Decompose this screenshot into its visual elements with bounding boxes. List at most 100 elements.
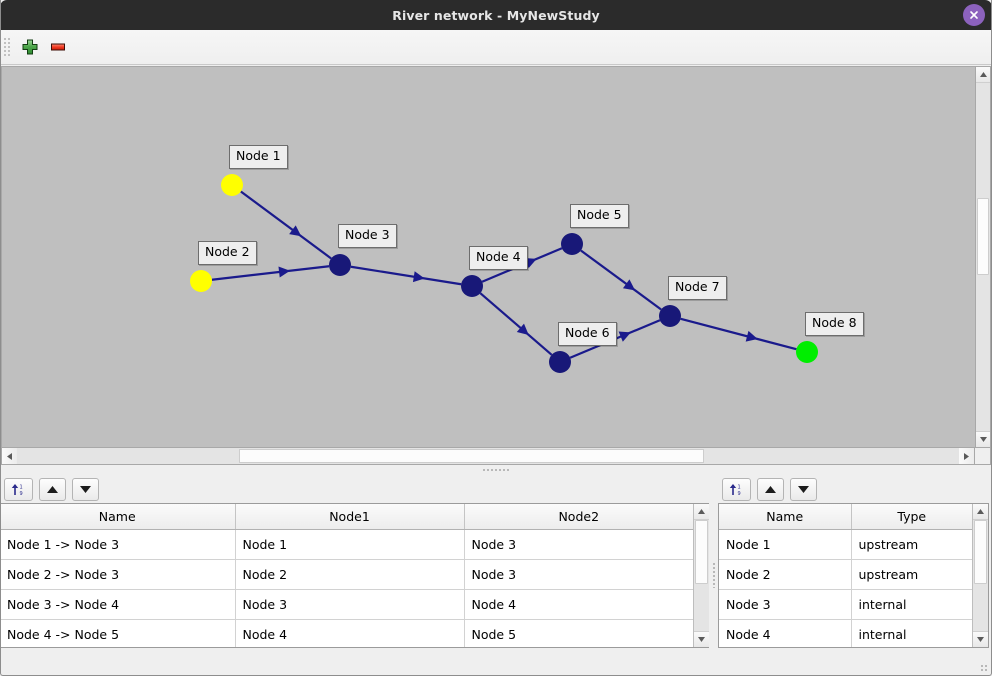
graph-node-node-7[interactable] [659,305,681,327]
scroll-down-icon[interactable] [973,631,988,647]
graph-node-label-node-4[interactable]: Node 4 [469,246,528,270]
scroll-up-icon[interactable] [976,67,990,83]
cell-name[interactable]: Node 3 [719,589,852,620]
edge-line[interactable] [479,292,553,356]
cell-node2[interactable]: Node 3 [464,559,693,590]
nodes-panel-filler [718,648,992,676]
cell-node1[interactable]: Node 3 [235,589,465,620]
scroll-up-icon[interactable] [973,504,988,520]
nodes-vscroll-track[interactable] [973,520,988,631]
sort-ascending-icon[interactable]: 1 9 [722,478,751,501]
cell-node2[interactable]: Node 3 [464,529,693,560]
remove-node-icon[interactable] [44,33,72,61]
graph-node-label-node-2[interactable]: Node 2 [198,241,257,265]
column-header-node2[interactable]: Node2 [464,504,693,530]
scroll-down-icon[interactable] [976,431,990,447]
graph-vertical-scrollbar[interactable] [975,66,991,448]
cell-node1[interactable]: Node 1 [235,529,465,560]
branches-vscroll-thumb[interactable] [695,520,708,584]
cell-name[interactable]: Node 4 [719,619,852,647]
move-down-icon[interactable] [790,478,817,501]
move-down-icon[interactable] [72,478,99,501]
cell-type[interactable]: internal [851,619,972,647]
graph-horizontal-scrollbar[interactable] [1,448,975,465]
cell-name[interactable]: Node 1 -> Node 3 [0,529,236,560]
graph-node-label-node-8[interactable]: Node 8 [805,312,864,336]
edge-line[interactable] [211,265,330,281]
graph-node-label-node-5[interactable]: Node 5 [570,204,629,228]
cell-name[interactable]: Node 3 -> Node 4 [0,589,236,620]
move-up-icon[interactable] [39,478,66,501]
edge-line[interactable] [680,317,797,351]
cell-name[interactable]: Node 2 [719,559,852,590]
branches-vertical-scrollbar[interactable] [693,504,709,647]
nodes-vertical-scrollbar[interactable] [972,504,988,647]
graph-node-node-2[interactable] [190,270,212,292]
cell-name[interactable]: Node 1 [719,529,852,560]
column-header-node1[interactable]: Node1 [235,504,465,530]
column-header-name[interactable]: Name [0,504,236,530]
column-header-name[interactable]: Name [719,504,852,530]
vertical-splitter[interactable] [709,474,718,676]
cell-type[interactable]: internal [851,589,972,620]
graph-edge[interactable] [680,317,797,351]
edge-line[interactable] [350,265,462,286]
graph-node-node-3[interactable] [329,254,351,276]
add-node-icon[interactable] [16,33,44,61]
graph-vscroll-thumb[interactable] [977,198,989,275]
cell-type[interactable]: upstream [851,529,972,560]
graph-hscroll-thumb[interactable] [239,449,704,463]
cell-node1[interactable]: Node 2 [235,559,465,590]
graph-edge[interactable] [580,249,662,311]
scroll-left-icon[interactable] [2,448,17,464]
sort-ascending-icon[interactable]: 1 9 [4,478,33,501]
branches-toolbar: 1 9 [0,474,709,503]
close-icon[interactable] [963,4,985,26]
scroll-right-icon[interactable] [959,448,974,464]
graph-vscroll-track[interactable] [976,83,990,431]
branches-vscroll-track[interactable] [694,520,709,631]
window-resize-grip[interactable] [980,664,989,673]
graph-node-label-node-6[interactable]: Node 6 [558,322,617,346]
graph-node-label-node-7[interactable]: Node 7 [668,276,727,300]
edge-line[interactable] [580,249,662,311]
graph-hscroll-track[interactable] [17,448,959,464]
cell-node1[interactable]: Node 4 [235,619,465,647]
river-network-canvas[interactable]: Node 1 Node 2 Node 3 Node 4 Node 5 Node 6 Node… [1,66,975,448]
graph-edge[interactable] [211,265,330,281]
scroll-up-icon[interactable] [694,504,709,520]
branches-panel: 1 9 Name [0,474,709,676]
scroll-down-icon[interactable] [694,631,709,647]
graph-edge[interactable] [350,265,462,286]
column-header-type[interactable]: Type [851,504,972,530]
cell-node2[interactable]: Node 5 [464,619,693,647]
nodes-vscroll-thumb[interactable] [974,520,987,584]
cell-name[interactable]: Node 2 -> Node 3 [0,559,236,590]
graph-node-node-8[interactable] [796,341,818,363]
edge-line[interactable] [240,190,332,260]
graph-node-node-5[interactable] [561,233,583,255]
graph-node-node-4[interactable] [461,275,483,297]
graph-node-node-1[interactable] [221,174,243,196]
cell-name[interactable]: Node 4 -> Node 5 [0,619,236,647]
move-up-icon[interactable] [757,478,784,501]
graph-node-label-node-3[interactable]: Node 3 [338,224,397,248]
graph-edge[interactable] [479,292,553,356]
cell-node2[interactable]: Node 4 [464,589,693,620]
graph-edge[interactable] [240,190,332,260]
graph-node-node-6[interactable] [549,351,571,373]
cell-type[interactable]: upstream [851,559,972,590]
graph-node-label-node-1[interactable]: Node 1 [229,145,288,169]
toolbar-drag-handle[interactable] [2,36,11,58]
horizontal-splitter[interactable] [0,465,992,474]
